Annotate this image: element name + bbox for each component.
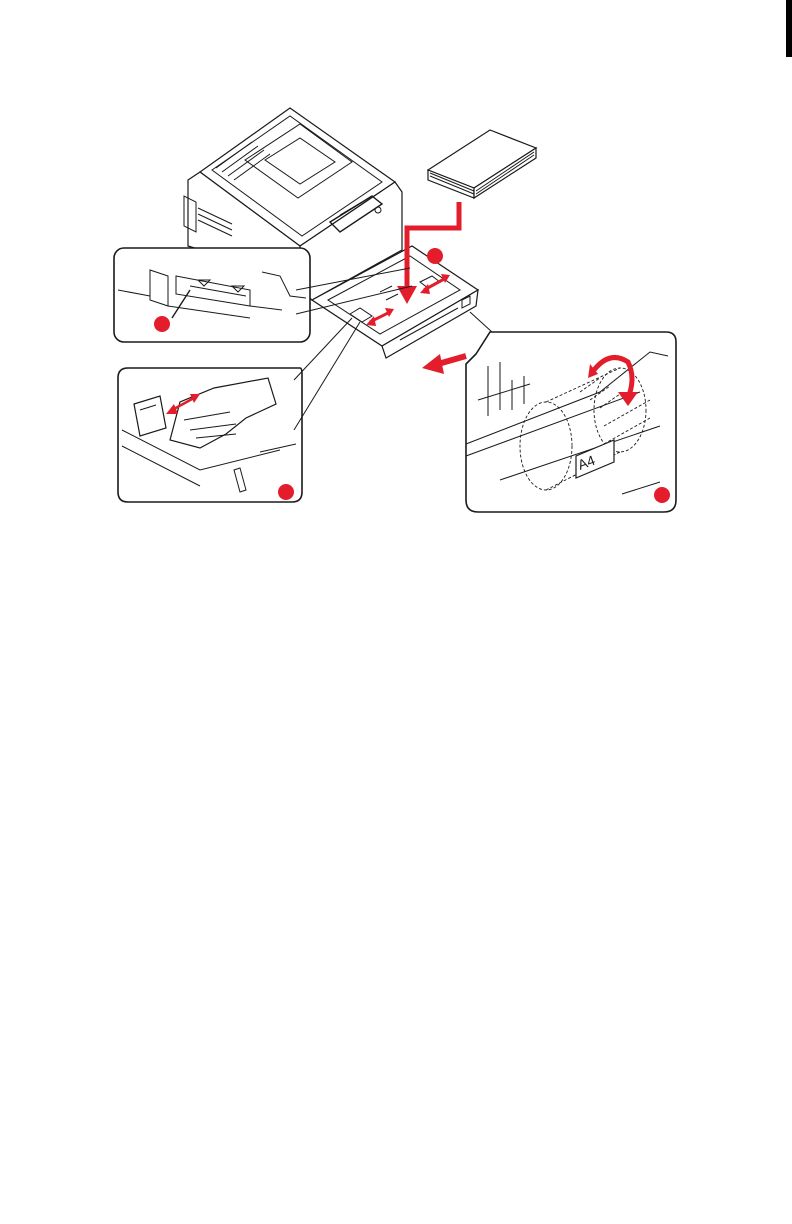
callout-guides [278, 484, 294, 500]
callout-fill-mark [154, 316, 170, 332]
inset-side-guides [118, 318, 360, 502]
callout-stack-paper [427, 248, 443, 264]
paper-stack-illustration [428, 130, 536, 198]
callout-size-dial [654, 487, 670, 503]
inset-size-dial: A4 [466, 312, 676, 512]
